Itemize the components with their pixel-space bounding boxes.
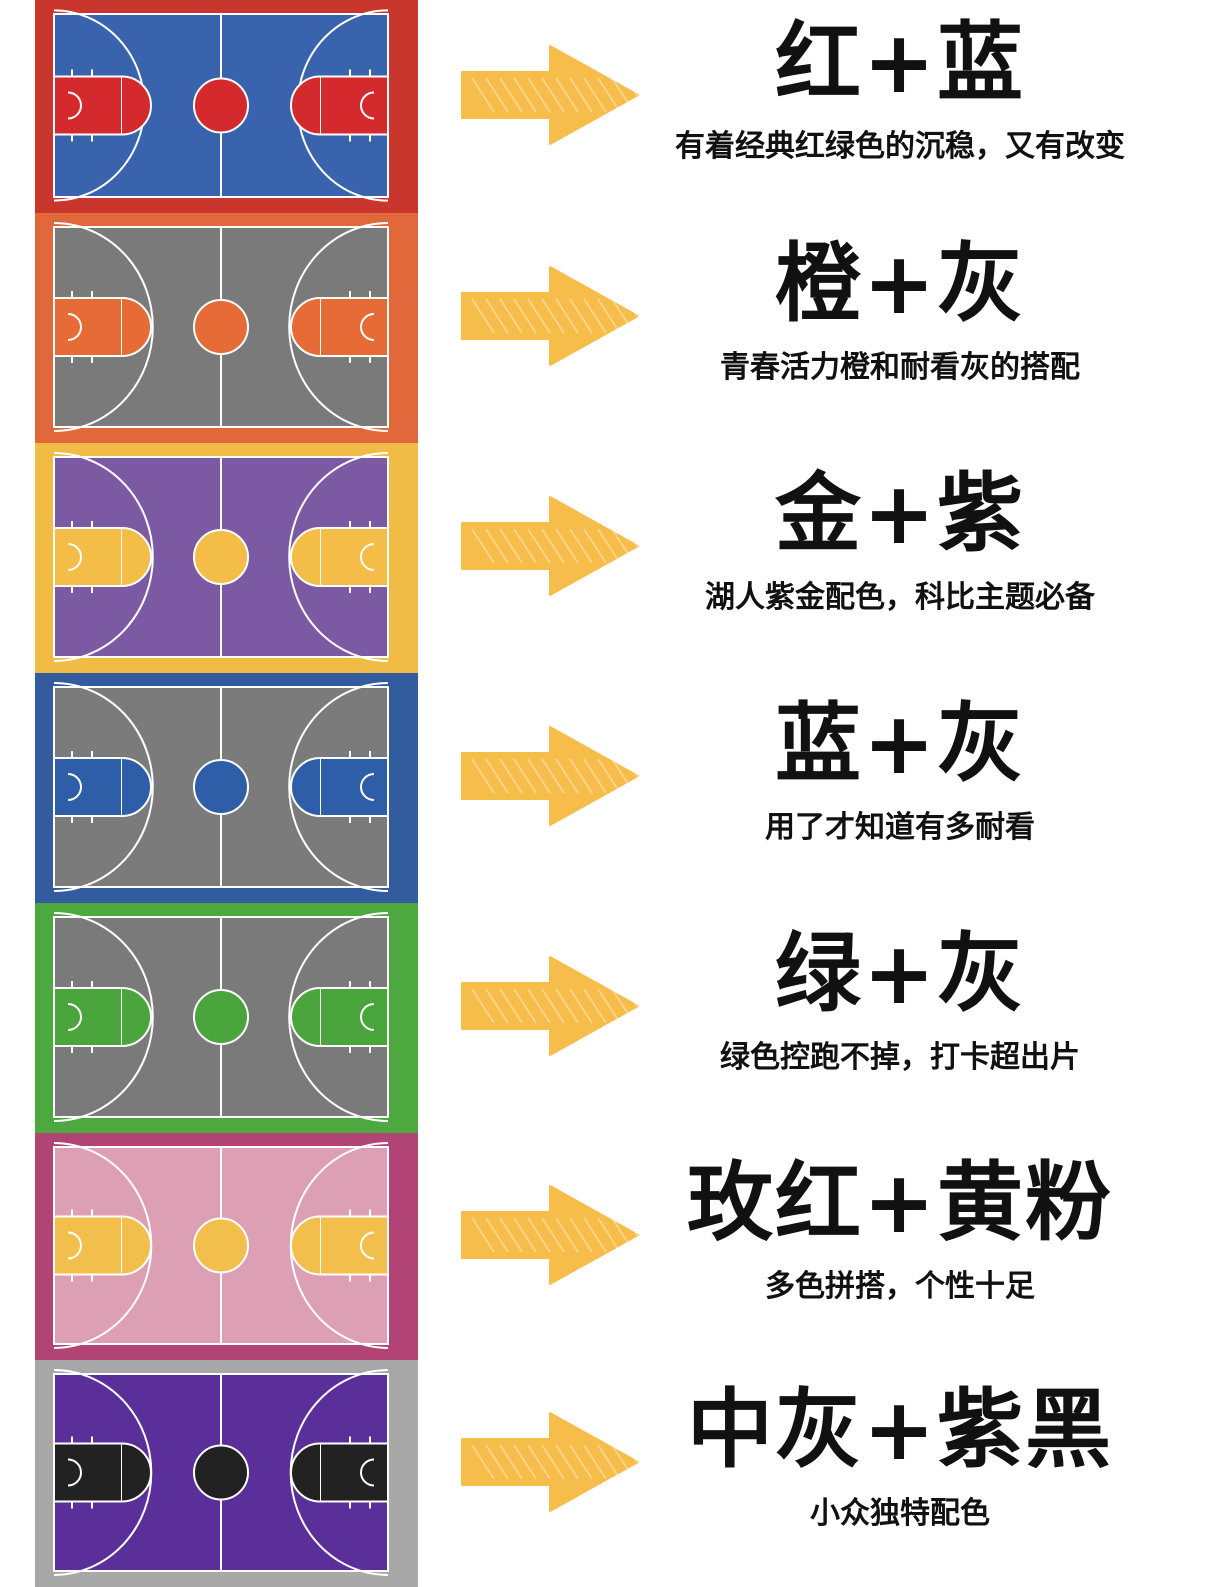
yellow-arrow-icon [458, 723, 649, 829]
basketball-court-icon [35, 1360, 418, 1587]
scheme-row: 橙+灰青春活力橙和耐看灰的搭配 [0, 213, 1206, 443]
yellow-arrow-icon [458, 1182, 649, 1288]
yellow-arrow-icon [458, 953, 649, 1059]
scheme-subtitle: 用了才知道有多耐看 [765, 810, 1035, 845]
scheme-row: 绿+灰绿色控跑不掉，打卡超出片 [0, 903, 1206, 1133]
scheme-title: 金+紫 [774, 464, 1026, 564]
scheme-row: 金+紫湖人紫金配色，科比主题必备 [0, 443, 1206, 673]
scheme-subtitle: 多色拼搭，个性十足 [765, 1268, 1035, 1304]
scheme-title: 玫红+黄粉 [686, 1152, 1114, 1253]
yellow-arrow-icon [458, 1409, 649, 1515]
scheme-subtitle: 小众独特配色 [810, 1495, 990, 1531]
basketball-court-icon [35, 1133, 418, 1360]
yellow-arrow-icon [458, 42, 649, 148]
scheme-subtitle: 有着经典红绿色的沉稳，又有改变 [675, 128, 1125, 164]
scheme-row: 中灰+紫黑小众独特配色 [0, 1360, 1206, 1587]
scheme-subtitle: 湖人紫金配色，科比主题必备 [705, 580, 1095, 615]
scheme-title: 蓝+灰 [774, 694, 1026, 794]
basketball-court-icon [35, 0, 418, 213]
scheme-title: 绿+灰 [774, 924, 1026, 1024]
yellow-arrow-icon [458, 493, 649, 599]
scheme-title: 中灰+紫黑 [686, 1379, 1114, 1480]
scheme-row: 玫红+黄粉多色拼搭，个性十足 [0, 1133, 1206, 1360]
yellow-arrow-icon [458, 263, 649, 369]
basketball-court-icon [35, 443, 418, 673]
scheme-title: 红+蓝 [774, 12, 1026, 113]
scheme-subtitle: 绿色控跑不掉，打卡超出片 [720, 1040, 1080, 1075]
basketball-court-icon [35, 213, 418, 443]
basketball-court-icon [35, 903, 418, 1133]
scheme-subtitle: 青春活力橙和耐看灰的搭配 [720, 350, 1080, 385]
scheme-title: 橙+灰 [774, 234, 1026, 334]
scheme-row: 蓝+灰用了才知道有多耐看 [0, 673, 1206, 903]
basketball-court-icon [35, 673, 418, 903]
scheme-row: 红+蓝有着经典红绿色的沉稳，又有改变 [0, 0, 1206, 213]
